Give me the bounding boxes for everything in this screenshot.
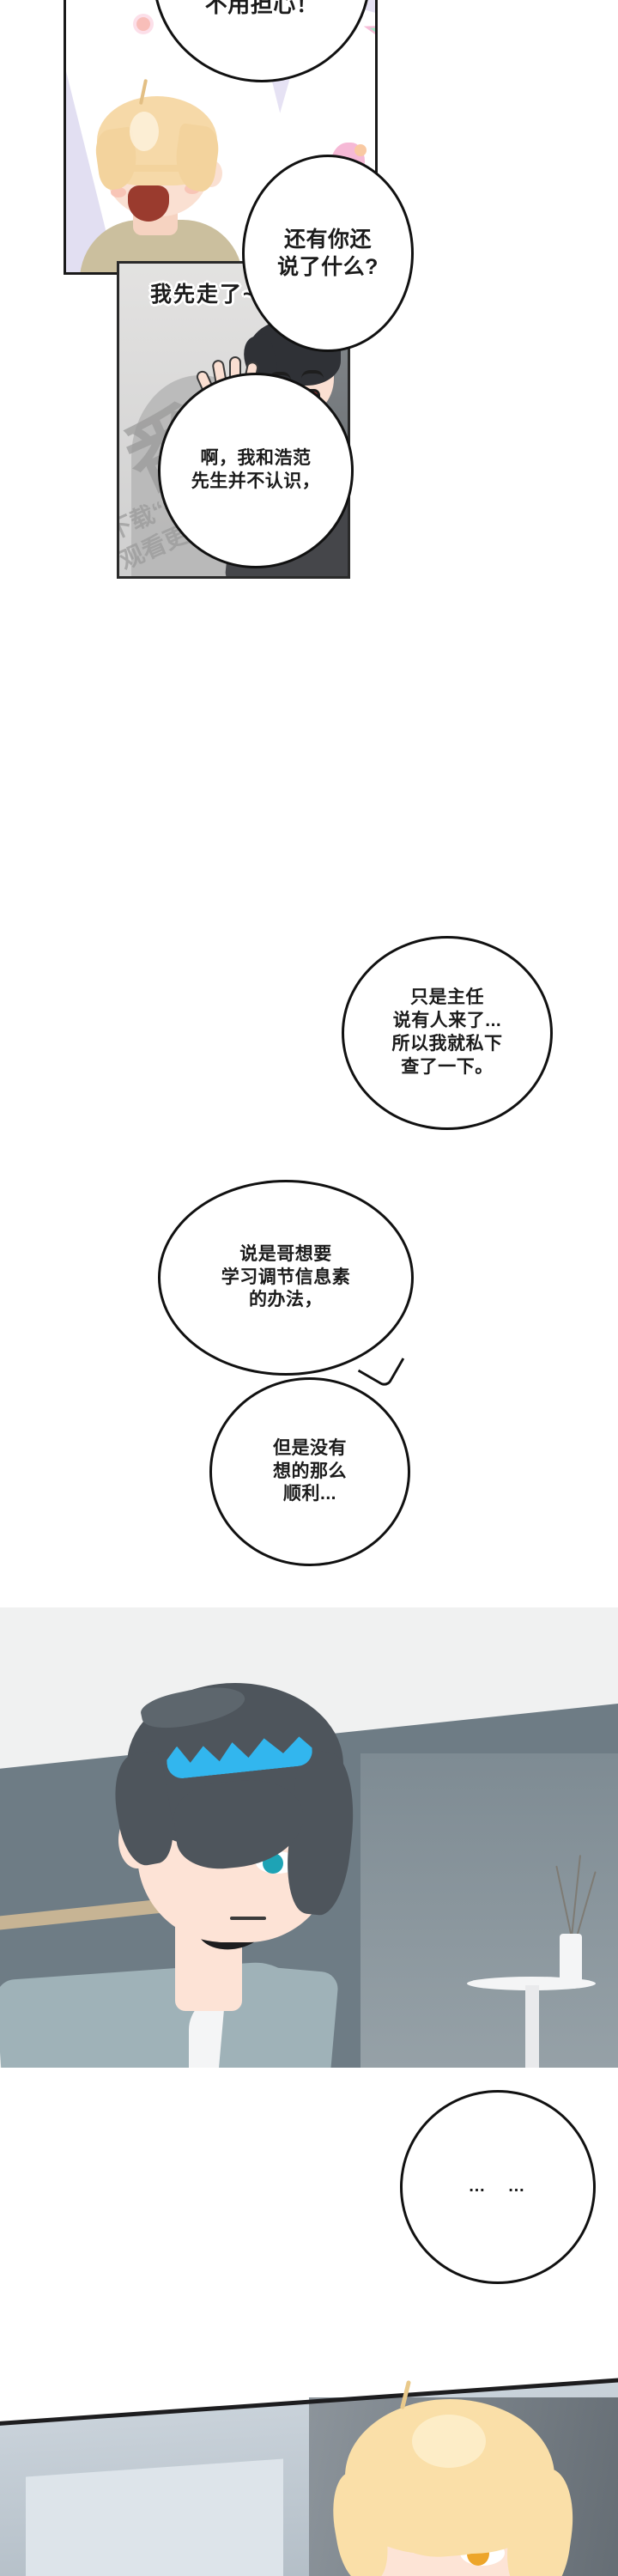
speech-bubble-3-text: 啊，我和浩范 先生并不认识， <box>191 448 321 491</box>
side-table-top <box>467 1977 596 1990</box>
side-table-leg <box>525 1985 539 2068</box>
boy-bangs <box>106 165 200 172</box>
man-eye-left <box>269 372 291 380</box>
boy-cheek-left <box>111 187 126 197</box>
speech-bubble-5: 说是哥想要 学习调节信息素 的办法， <box>158 1180 414 1376</box>
character-blond-boy-2 <box>316 2379 591 2576</box>
character-blond-boy <box>80 78 251 272</box>
speech-bubble-7-text: … … <box>468 2177 528 2196</box>
panel-office <box>0 1607 618 2068</box>
dot-a <box>136 17 150 31</box>
speech-bubble-3: 啊，我和浩范 先生并不认识， <box>158 373 354 568</box>
speech-bubble-5-text: 说是哥想要 学习调节信息素 的办法， <box>221 1243 351 1310</box>
speech-bubble-1-text: 一点问题 都没有， 不用担心！ <box>204 0 319 17</box>
boy-mouth <box>128 185 169 222</box>
character-blue-streak-man <box>0 1650 419 2068</box>
man2-mouth <box>230 1917 266 1920</box>
speech-bubble-6-text: 但是没有 想的那么 顺利... <box>273 1437 347 1504</box>
speech-bubble-4-text: 只是主任 说有人来了... 所以我就私下 查了一下。 <box>391 987 503 1077</box>
sfx-text: 我先走了~ <box>150 283 258 307</box>
speech-bubble-2-text: 还有你还 说了什么? <box>277 228 379 279</box>
speech-bubble-6: 但是没有 想的那么 顺利... <box>209 1377 410 1566</box>
corridor-panel <box>26 2458 283 2576</box>
speech-bubble-7: … … <box>400 2090 596 2284</box>
panel-corridor <box>0 2365 618 2576</box>
man-eye-right <box>301 370 324 379</box>
boy2-hair-highlight <box>412 2415 486 2468</box>
dot-b <box>354 144 367 156</box>
boy-hair-highlight <box>130 112 159 151</box>
dot-a-halo <box>133 14 154 34</box>
speech-bubble-2: 还有你还 说了什么? <box>242 155 414 352</box>
speech-bubble-4: 只是主任 说有人来了... 所以我就私下 查了一下。 <box>342 936 553 1130</box>
